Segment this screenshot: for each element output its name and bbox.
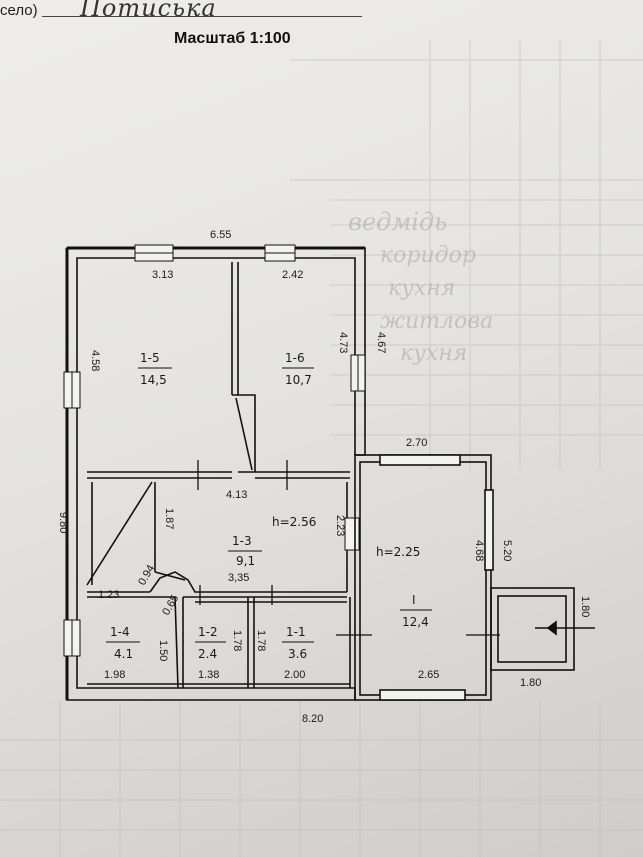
svg-text:4.73: 4.73 (337, 332, 349, 353)
svg-text:0.94: 0.94 (136, 563, 157, 588)
svg-text:1.98: 1.98 (104, 669, 125, 681)
room-1-5: 3.13 4.58 1-5 14,5 (89, 269, 173, 387)
svg-text:1-1: 1-1 (286, 625, 306, 639)
dim-bottom-width: 8.20 (302, 713, 323, 725)
settlement-label: село) (0, 2, 38, 19)
form-grid (0, 40, 643, 857)
porch (490, 587, 595, 671)
svg-text:1.23: 1.23 (98, 589, 119, 601)
svg-text:3.13: 3.13 (152, 269, 173, 281)
svg-text:9,1: 9,1 (236, 554, 255, 568)
svg-text:I: I (412, 593, 416, 607)
interior-walls (86, 262, 351, 689)
height-veranda: h=2.25 (376, 545, 420, 559)
svg-text:коридор: коридор (380, 243, 476, 268)
dim-veranda-height: 5.20 (501, 540, 513, 561)
scale-title: Масштаб 1:100 (174, 30, 291, 47)
svg-text:кухня: кухня (388, 276, 455, 301)
svg-text:кухня: кухня (400, 341, 467, 366)
svg-text:ведмідь: ведмідь (348, 208, 447, 236)
svg-text:4.13: 4.13 (226, 489, 247, 501)
room-1-3: 4.13 1.87 2.23 h=2.56 1-3 9,1 3,35 (163, 489, 346, 584)
svg-text:1.78: 1.78 (255, 630, 267, 651)
svg-text:3,35: 3,35 (228, 572, 249, 584)
height-main: h=2.56 (272, 515, 316, 529)
outer-dimensions: 6.55 9.80 8.20 4.67 2.70 5.20 1.80 1.80 (57, 229, 591, 725)
svg-text:14,5: 14,5 (140, 373, 167, 387)
svg-text:2.23: 2.23 (334, 515, 346, 536)
svg-text:1.78: 1.78 (231, 630, 243, 651)
svg-text:житлова: житлова (380, 309, 493, 334)
room-1-6: 2.42 4.73 1-6 10,7 (282, 269, 349, 387)
svg-text:1.87: 1.87 (163, 508, 175, 529)
dim-right-height: 4.67 (375, 332, 387, 353)
room-veranda: h=2.25 4.68 I 12,4 2.65 (376, 540, 485, 681)
svg-text:4.58: 4.58 (89, 350, 101, 371)
svg-text:4.1: 4.1 (114, 647, 133, 661)
veranda-walls (354, 454, 494, 701)
svg-text:10,7: 10,7 (285, 373, 312, 387)
svg-text:1-2: 1-2 (198, 625, 218, 639)
svg-text:4.68: 4.68 (473, 540, 485, 561)
svg-text:1-6: 1-6 (285, 351, 305, 365)
room-1-1: 1.78 1-1 3.6 2.00 (255, 625, 314, 681)
svg-text:12,4: 12,4 (402, 615, 429, 629)
svg-text:2.65: 2.65 (418, 669, 439, 681)
svg-text:3.6: 3.6 (288, 647, 307, 661)
svg-text:2.4: 2.4 (198, 647, 217, 661)
dim-porch-height: 1.80 (579, 596, 591, 617)
dim-top-width: 6.55 (210, 229, 231, 241)
dim-porch-width: 1.80 (520, 677, 541, 689)
village-underline (42, 16, 362, 17)
svg-text:1-4: 1-4 (110, 625, 130, 639)
svg-text:1-5: 1-5 (140, 351, 160, 365)
room-1-4: 1.23 0.94 0.65 1-4 4.1 1.98 1.50 (98, 563, 181, 681)
svg-text:1.38: 1.38 (198, 669, 219, 681)
svg-text:1-3: 1-3 (232, 534, 252, 548)
dim-veranda-width: 2.70 (406, 437, 427, 449)
svg-text:2.00: 2.00 (284, 669, 305, 681)
door-marks (197, 460, 500, 636)
svg-text:2.42: 2.42 (282, 269, 303, 281)
dim-left-height: 9.80 (57, 512, 69, 533)
room-1-2: 1-2 2.4 1.38 1.78 (195, 625, 243, 681)
svg-text:1.50: 1.50 (157, 640, 169, 661)
bleed-through: ведмідь коридор кухня житлова кухня (348, 208, 493, 366)
